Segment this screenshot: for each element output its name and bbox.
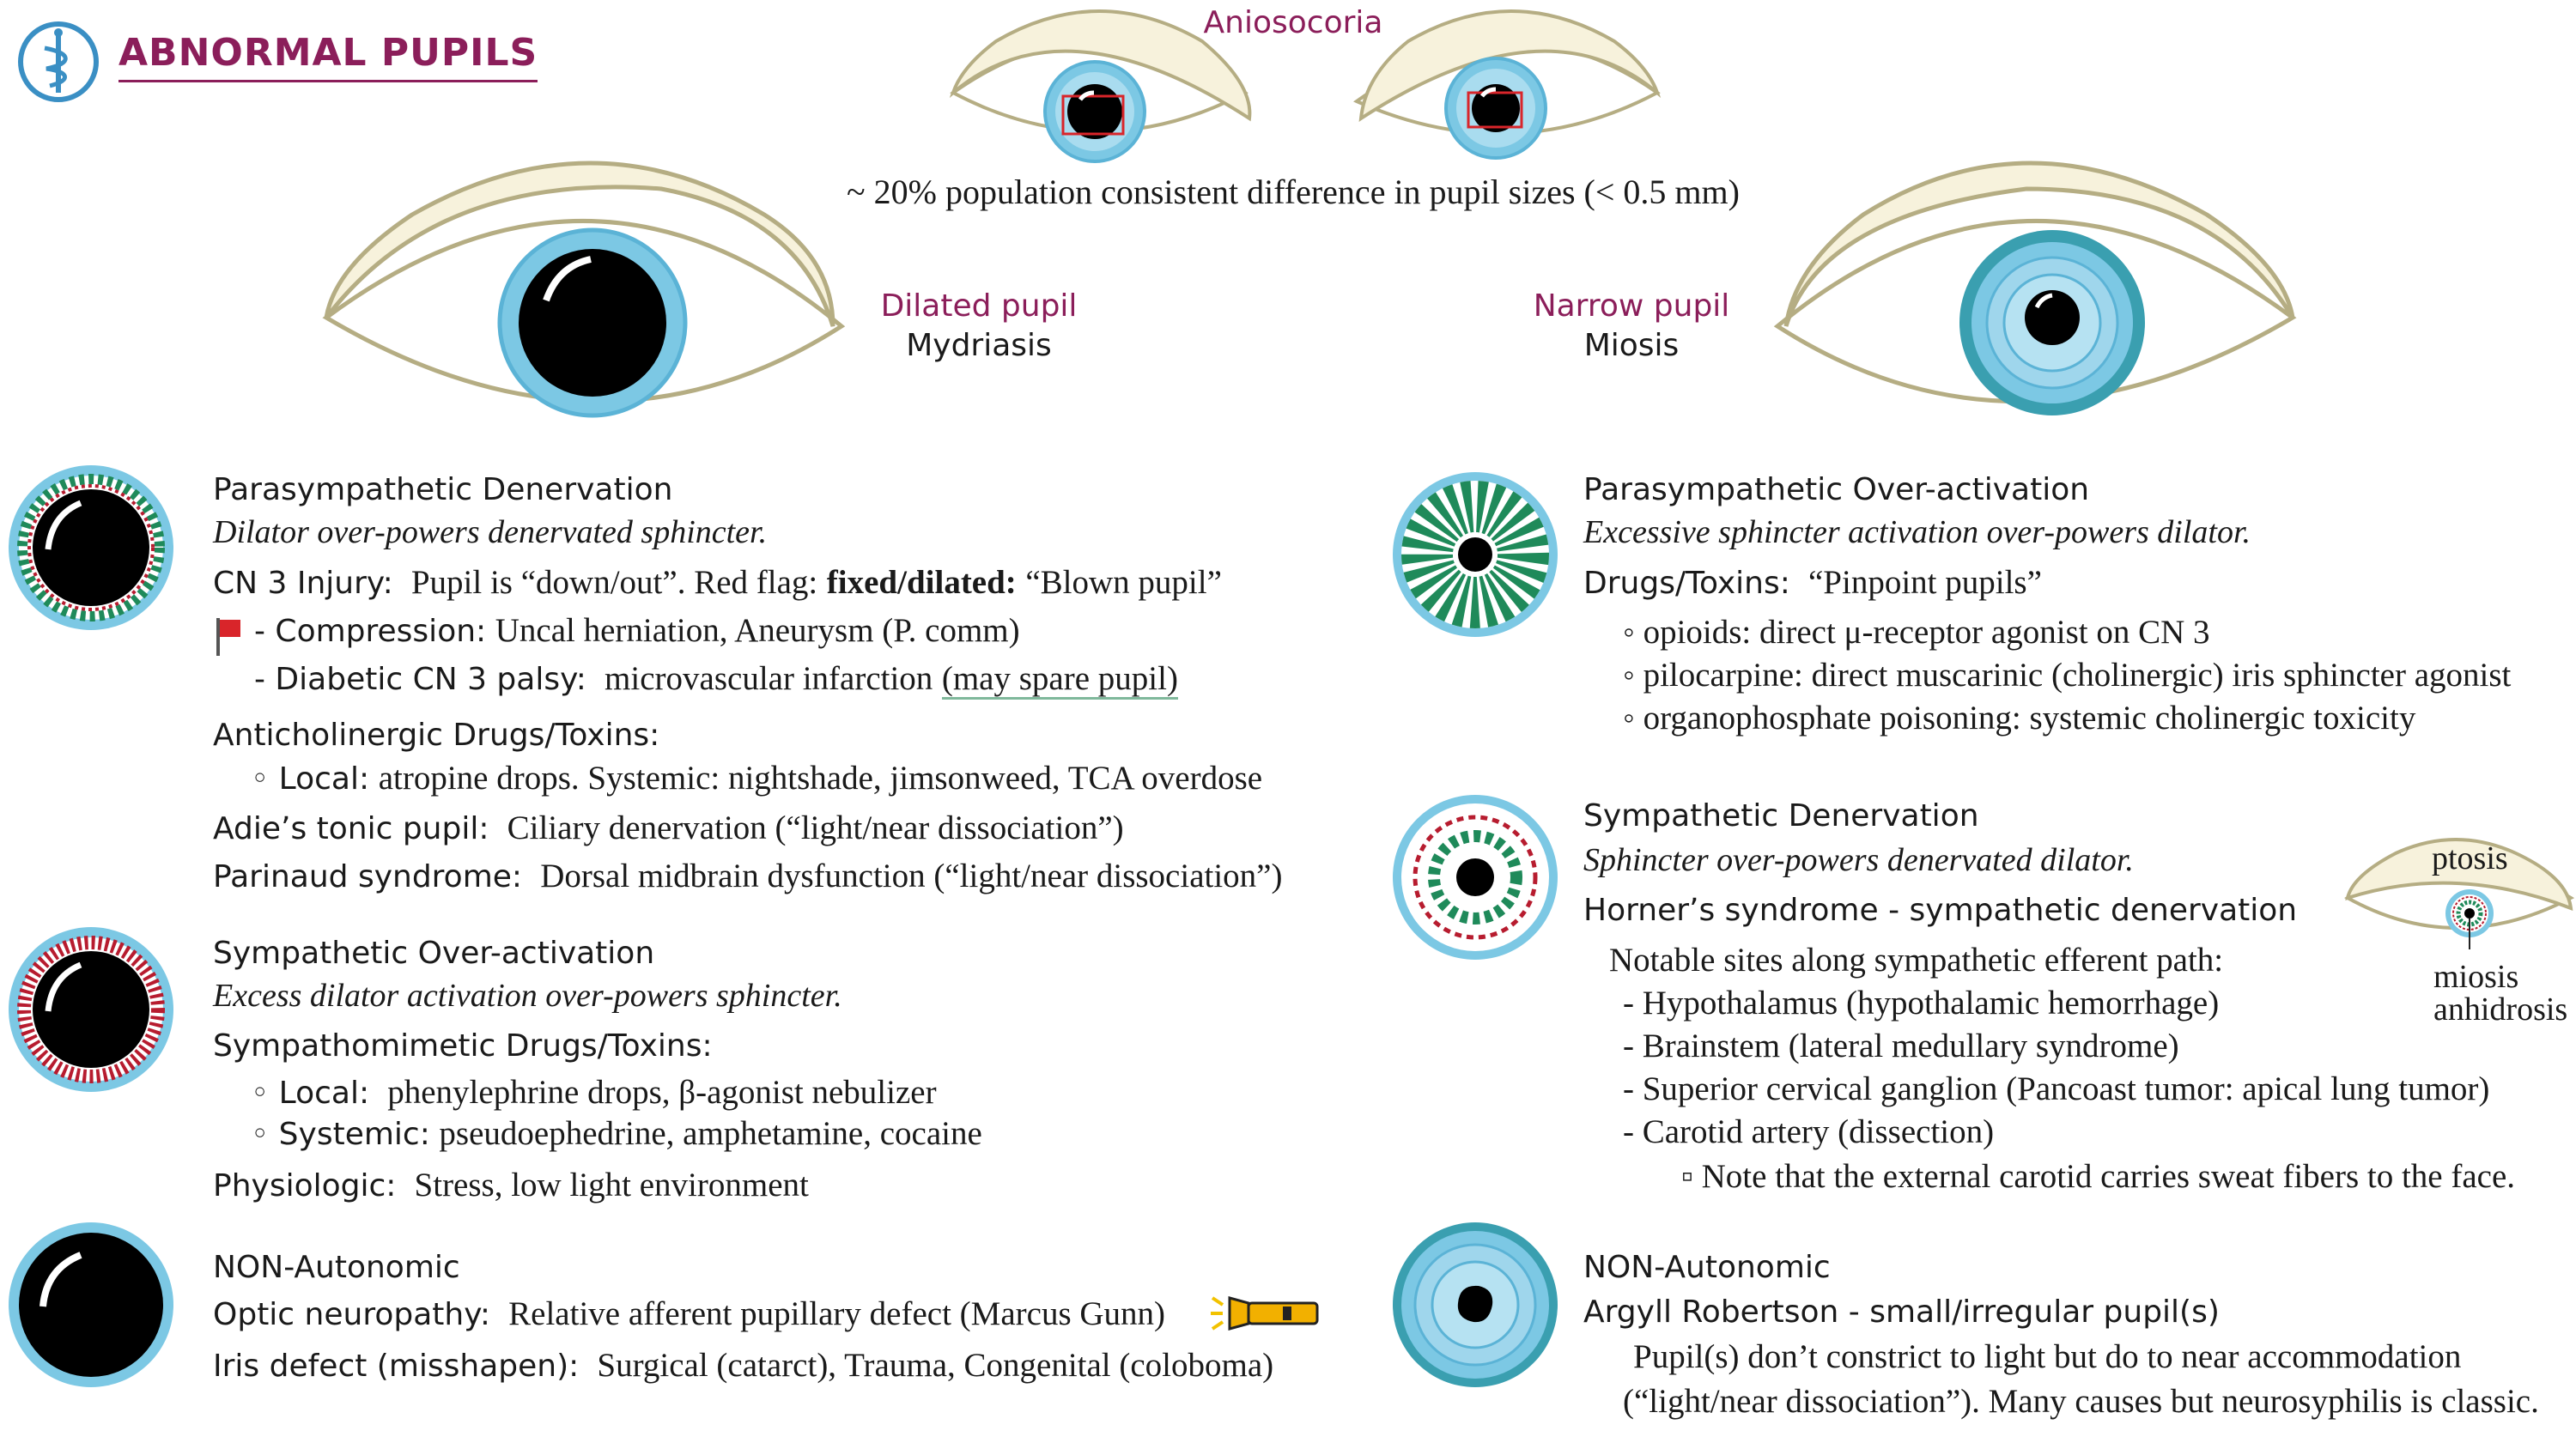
local-phenylephrine-line: ◦ Local: phenylephrine drops, β-agonist …: [251, 1074, 937, 1111]
aniso-caption: ~ 20% population consistent difference i…: [847, 173, 1740, 211]
external-carotid-note: ▫ Note that the external carotid carries…: [1681, 1158, 2516, 1195]
para-den-heading: Parasympathetic Denervation: [213, 472, 673, 507]
symp-den-italic: Sphincter over-powers denervated dilator…: [1583, 842, 2134, 878]
parinaud-line: Parinaud syndrome: Dorsal midbrain dysfu…: [213, 858, 1283, 894]
flashlight-icon: [1211, 1296, 1319, 1331]
aniso-right-eye: [1353, 9, 1662, 160]
physiologic-line: Physiologic: Stress, low light environme…: [213, 1167, 809, 1203]
ptosis-label: ptosis: [2432, 840, 2508, 876]
horner-line: Horner’s syndrome - sympathetic denervat…: [1583, 893, 2298, 928]
notable-sites-line: Notable sites along sympathetic efferent…: [1609, 942, 2224, 979]
diabetic-line: - Diabetic CN 3 palsy: microvascular inf…: [254, 659, 1178, 700]
anhidrosis-label: anhidrosis: [2433, 991, 2568, 1028]
cn3-injury-line: CN 3 Injury: Pupil is “down/out”. Red fl…: [213, 564, 1222, 601]
sympathomimetic-line: Sympathomimetic Drugs/Toxins:: [213, 1028, 713, 1064]
page-title: ABNORMAL PUPILS: [118, 31, 538, 82]
dilated-label: Dilated pupil: [880, 288, 1078, 324]
aniso-label: Aniosocoria: [1203, 5, 1383, 40]
argyll-desc-line-2: (“light/near dissociation”). Many causes…: [1623, 1383, 2539, 1420]
horner-eye: [2344, 838, 2575, 949]
non-auto-left-heading: NON-Autonomic: [213, 1250, 460, 1285]
anticholinergic-line: Anticholinergic Drugs/Toxins:: [213, 718, 660, 753]
caduceus-icon: [18, 21, 99, 102]
superior-cervical-ganglion-line: - Superior cervical ganglion (Pancoast t…: [1623, 1070, 2490, 1107]
argyll-robertson-line: Argyll Robertson - small/irregular pupil…: [1583, 1294, 2220, 1330]
aniso-left-eye: [949, 9, 1252, 163]
para-over-heading: Parasympathetic Over-activation: [1583, 472, 2090, 507]
adie-line: Adie’s tonic pupil: Ciliary denervation …: [213, 809, 1124, 846]
argyll-robertson-pupil: [1393, 1222, 1558, 1387]
hypothalamus-line: - Hypothalamus (hypothalamic hemorrhage): [1623, 985, 2220, 1022]
local-atropine-line: ◦ Local: atropine drops. Systemic: night…: [251, 760, 1263, 797]
iris-defect-line: Iris defect (misshapen): Surgical (catar…: [213, 1347, 1274, 1384]
symp-den-heading: Sympathetic Denervation: [1583, 798, 1979, 834]
para-den-italic: Dilator over-powers denervated sphincter…: [213, 514, 768, 550]
systemic-line: ◦ Systemic: pseudoephedrine, amphetamine…: [251, 1115, 982, 1152]
optic-neuropathy-line: Optic neuropathy: Relative afferent pupi…: [213, 1295, 1166, 1332]
symp-over-italic: Excess dilator activation over-powers sp…: [213, 978, 842, 1014]
sympathetic-overactivation-pupil: [9, 927, 173, 1092]
organophosphate-line: ◦ organophosphate poisoning: systemic ch…: [1623, 700, 2416, 737]
sympathetic-denervation-pupil: [1393, 795, 1558, 960]
parasympathetic-overactivation-pupil: [1393, 472, 1558, 637]
narrow-label: Narrow pupil: [1533, 288, 1730, 324]
narrow-sub: Miosis: [1583, 328, 1680, 363]
drugs-toxins-line: Drugs/Toxins: “Pinpoint pupils”: [1583, 564, 2042, 601]
argyll-desc-line-1: Pupil(s) don’t constrict to light but do…: [1633, 1338, 2462, 1375]
dilated-sub: Mydriasis: [906, 328, 1052, 363]
para-over-italic: Excessive sphincter activation over-powe…: [1583, 514, 2251, 550]
symp-over-heading: Sympathetic Over-activation: [213, 936, 655, 971]
opioids-line: ◦ opioids: direct μ-receptor agonist on …: [1623, 614, 2210, 651]
red-flag-icon: [216, 618, 240, 656]
miosis-label: miosis: [2433, 959, 2519, 995]
non-auto-right-heading: NON-Autonomic: [1583, 1250, 1831, 1285]
non-autonomic-dilated-pupil: [9, 1222, 173, 1387]
parasympathetic-denervation-pupil: [9, 465, 173, 630]
carotid-artery-line: - Carotid artery (dissection): [1623, 1113, 1995, 1150]
dilated-eye: [322, 161, 846, 418]
narrow-eye: [1773, 161, 2297, 415]
pilocarpine-line: ◦ pilocarpine: direct muscarinic (cholin…: [1623, 657, 2512, 694]
compression-line: - Compression: Uncal herniation, Aneurys…: [254, 612, 1020, 649]
brainstem-line: - Brainstem (lateral medullary syndrome): [1623, 1028, 2179, 1064]
